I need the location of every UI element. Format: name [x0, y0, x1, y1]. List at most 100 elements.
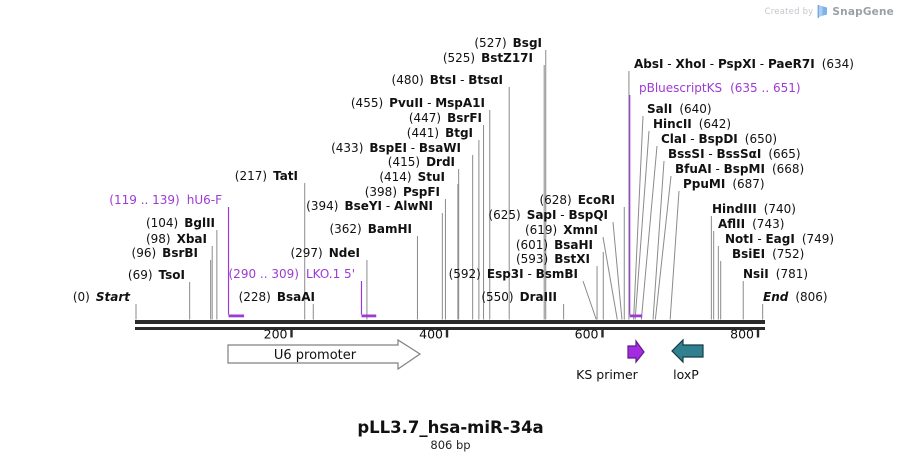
site-BsrFI: (447)BsrFI [409, 111, 485, 320]
site-BstXI: (593)BstXI [516, 252, 598, 320]
site-label: (96)BsrBI [132, 246, 198, 260]
site-BglII: (104)BglII [146, 216, 218, 320]
promoter-arrow-shape [227, 338, 422, 371]
site-label: (297)NdeI [290, 246, 360, 260]
site-label: (217)TatI [235, 169, 298, 183]
site-label: (625)SapI - BspQI [488, 208, 608, 222]
feature-KS-primer: KS primer [576, 339, 645, 382]
site-label: (98)XbaI [146, 232, 207, 246]
site-label: (414)StuI [379, 170, 445, 184]
site-label: (592)Esp3I - BsmBI [449, 267, 578, 281]
site-label: BsiEI(752) [732, 247, 804, 261]
site-label: AflII(743) [718, 217, 784, 231]
site-label: (398)PspFI [365, 185, 440, 199]
plasmid-title: pLL3.7_hsa-miR-34a [357, 418, 544, 437]
site-HindIII: HindIII(740) [710, 202, 796, 320]
axis-tick-label-800: 800 [730, 327, 754, 342]
site-NsiI: NsiI(781) [742, 267, 808, 320]
site-label: AbsI - XhoI - PspXI - PaeR7I(634) [634, 57, 854, 71]
site-NotI: NotI - EagI(749) [717, 232, 834, 320]
feature-loxP: loxP [671, 338, 704, 382]
site-label: (362)BamHI [329, 222, 412, 236]
annotation-label: pBluescriptKS(635 .. 651) [639, 81, 801, 95]
map-footer: pLL3.7_hsa-miR-34a 806 bp [0, 418, 901, 452]
site-leader-line [634, 130, 650, 320]
site-SalI: SalI(640) [633, 102, 712, 320]
feature-label: U6 promoter [274, 348, 357, 363]
site-leader-line [633, 115, 644, 320]
annotation-label: (119 .. 139)hU6-F [109, 193, 222, 207]
site-DrdI: (415)DrdI [388, 155, 460, 320]
site-label: (593)BstXI [516, 252, 590, 266]
site-label: NsiI(781) [743, 267, 808, 281]
site-leader-line [652, 160, 665, 320]
site-label: (415)DrdI [388, 155, 455, 169]
annotation-pBluescriptKS: pBluescriptKS(635 .. 651) [629, 81, 801, 318]
annotation-LKO-1-5-: (290 .. 309)LKO.1 5' [229, 267, 377, 318]
site-HincII: HincII(642) [634, 117, 731, 320]
site-leader-line [640, 145, 658, 320]
feature-label: KS primer [576, 367, 639, 382]
site-label: (69)TsoI [128, 268, 185, 282]
site-BssSI: BssSI - BssSαI(665) [652, 147, 801, 320]
site-label: (447)BsrFI [409, 111, 482, 125]
site-label: (601)BsaHI [516, 238, 593, 252]
site-label: (441)BtgI [407, 126, 473, 140]
site-End: End(806) [762, 290, 828, 320]
site-AbsI: AbsI - XhoI - PspXI - PaeR7I(634) [628, 57, 854, 320]
site-TatI: (217)TatI [235, 169, 306, 320]
site-label: (619)XmnI [525, 223, 598, 237]
site-leader-line [669, 190, 680, 320]
site-label: (550)DraIII [481, 290, 557, 304]
site-label: HindIII(740) [712, 202, 796, 216]
site-label: (455)PvuII - MspA1I [351, 96, 485, 110]
annotation-label: (290 .. 309)LKO.1 5' [229, 267, 356, 281]
site-leader-line [612, 221, 623, 320]
site-BtgI: (441)BtgI [407, 126, 480, 320]
site-label: (394)BseYI - AlwNI [306, 199, 433, 213]
site-BsaHI: (601)BsaHI [516, 238, 604, 320]
site-AflII: AflII(743) [713, 217, 784, 320]
site-NdeI: (297)NdeI [290, 246, 368, 320]
site-BsgI: (527)BsgI [474, 36, 547, 320]
site-label: BfuAI - BspMI(668) [675, 162, 804, 176]
site-BstZ17I: (525)BstZ17I [443, 51, 545, 320]
site-XbaI: (98)XbaI [146, 232, 213, 320]
map-baseline-top [135, 320, 765, 324]
snapgene-brand-text: SnapGene [832, 5, 894, 18]
site-BfuAI: BfuAI - BspMI(668) [654, 162, 804, 320]
site-leader-line [654, 175, 672, 320]
annotation-range-bar [361, 314, 377, 318]
map-baseline-bottom [135, 327, 765, 330]
site-label: (480)BtsI - BtsαI [392, 73, 503, 87]
axis-tick-label-400: 400 [419, 327, 443, 342]
site-label: SalI(640) [647, 102, 712, 116]
site-label: (525)BstZ17I [443, 51, 533, 65]
site-label: PpuMI(687) [683, 177, 765, 191]
annotation-range-bar [629, 314, 643, 318]
site-leader-line [602, 236, 618, 320]
site-BseYI: (394)BseYI - AlwNI [306, 199, 443, 320]
primer-arrow-shape [627, 339, 645, 364]
snapgene-logo-icon [818, 5, 828, 18]
site-PpuMI: PpuMI(687) [669, 177, 765, 320]
site-Esp3I: (592)Esp3I - BsmBI [449, 267, 597, 320]
site-label: (527)BsgI [474, 36, 542, 50]
site-TsoI: (69)TsoI [128, 268, 191, 320]
site-DraIII: (550)DraIII [481, 290, 565, 320]
site-Start: (0)Start [73, 290, 137, 320]
site-label: NotI - EagI(749) [725, 232, 834, 246]
site-EcoRI: (628)EcoRI [539, 193, 625, 320]
site-StuI: (414)StuI [379, 170, 459, 320]
site-BtsI: (480)BtsI - BtsαI [392, 73, 510, 320]
site-PvuII: (455)PvuII - MspA1I [351, 96, 491, 320]
site-BamHI: (362)BamHI [329, 222, 418, 320]
site-leader-line [582, 280, 597, 320]
site-ClaI: ClaI - BspDI(650) [640, 132, 777, 320]
site-SapI: (625)SapI - BspQI [488, 208, 623, 320]
site-label: (628)EcoRI [539, 193, 615, 207]
loxp-arrow-shape [671, 338, 704, 364]
created-by-text: Created by [764, 6, 814, 17]
